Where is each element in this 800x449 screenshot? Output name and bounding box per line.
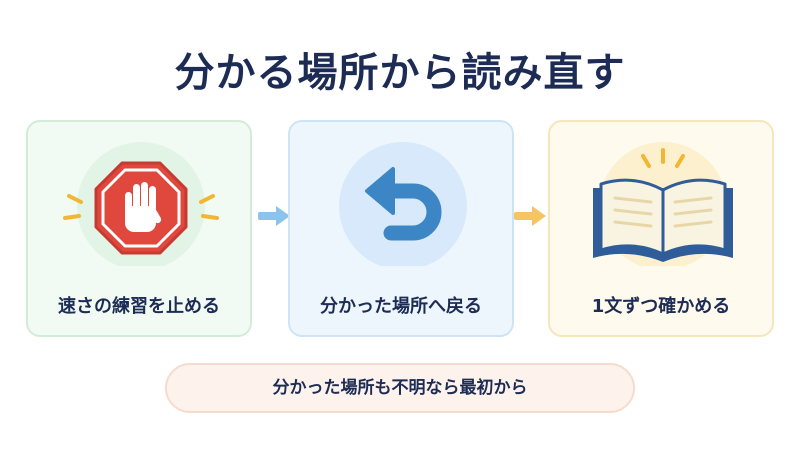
- step-label-return: 分かった場所へ戻る: [320, 296, 482, 317]
- arrow-right-icon: [514, 206, 546, 226]
- step-card-stop: 速さの練習を止める: [26, 120, 252, 337]
- return-arrow-icon: [339, 142, 467, 266]
- note-banner: 分かった場所も不明なら最初から: [165, 363, 635, 413]
- step-label-stop: 速さの練習を止める: [58, 296, 220, 317]
- step-card-book: 1文ずつ確かめる: [548, 120, 774, 337]
- arrow-right-icon: [258, 206, 290, 226]
- open-book-icon: [593, 142, 733, 266]
- stop-hand-icon: [63, 142, 219, 266]
- page-title: 分かる場所から読み直す: [174, 50, 626, 96]
- step-label-book: 1文ずつ確かめる: [591, 296, 731, 317]
- step-card-return: 分かった場所へ戻る: [288, 120, 514, 337]
